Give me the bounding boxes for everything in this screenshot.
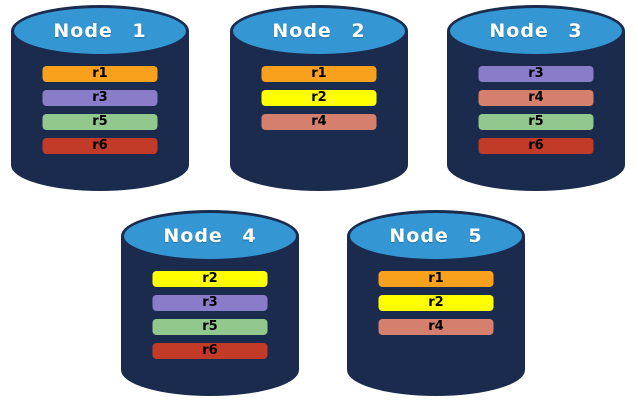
node-5-cylinder-body xyxy=(347,236,525,396)
node-5-top-ellipse: Node 5 xyxy=(347,210,525,262)
replica-bar: r3 xyxy=(42,90,158,106)
replica-bar: r1 xyxy=(261,66,377,82)
node-1-title: Node 1 xyxy=(53,20,147,42)
node-2-cylinder-body xyxy=(230,31,408,191)
node-1-top-ellipse: Node 1 xyxy=(11,5,189,57)
replica-bar: r2 xyxy=(378,295,494,311)
replica-bar: r2 xyxy=(152,271,268,287)
node-1-replica-list: r1 r3 r5 r6 xyxy=(42,66,158,154)
replica-bar: r5 xyxy=(152,319,268,335)
node-4-title: Node 4 xyxy=(163,225,257,247)
replica-bar: r1 xyxy=(378,271,494,287)
replica-bar: r4 xyxy=(378,319,494,335)
node-3-top-ellipse: Node 3 xyxy=(447,5,625,57)
node-2-top-ellipse: Node 2 xyxy=(230,5,408,57)
node-3-title: Node 3 xyxy=(489,20,583,42)
node-4-cylinder-body xyxy=(121,236,299,396)
replica-bar: r5 xyxy=(478,114,594,130)
node-4-cylinder: Node 4 r2 r3 r5 r6 xyxy=(121,210,299,396)
replica-bar: r1 xyxy=(42,66,158,82)
replica-bar: r3 xyxy=(478,66,594,82)
node-5-title: Node 5 xyxy=(389,225,483,247)
node-1-cylinder-body xyxy=(11,31,189,191)
replica-bar: r5 xyxy=(42,114,158,130)
replica-bar: r3 xyxy=(152,295,268,311)
node-4-replica-list: r2 r3 r5 r6 xyxy=(152,271,268,359)
node-3-cylinder-body xyxy=(447,31,625,191)
node-5-replica-list: r1 r2 r4 xyxy=(378,271,494,335)
node-3-replica-list: r3 r4 r5 r6 xyxy=(478,66,594,154)
node-5-cylinder: Node 5 r1 r2 r4 xyxy=(347,210,525,396)
node-2-replica-list: r1 r2 r4 xyxy=(261,66,377,130)
replica-bar: r6 xyxy=(478,138,594,154)
node-3-cylinder: Node 3 r3 r4 r5 r6 xyxy=(447,5,625,191)
replica-bar: r4 xyxy=(261,114,377,130)
replica-bar: r2 xyxy=(261,90,377,106)
node-2-title: Node 2 xyxy=(272,20,366,42)
replica-bar: r6 xyxy=(42,138,158,154)
node-2-cylinder: Node 2 r1 r2 r4 xyxy=(230,5,408,191)
node-1-cylinder: Node 1 r1 r3 r5 r6 xyxy=(11,5,189,191)
replica-bar: r4 xyxy=(478,90,594,106)
replica-bar: r6 xyxy=(152,343,268,359)
node-4-top-ellipse: Node 4 xyxy=(121,210,299,262)
